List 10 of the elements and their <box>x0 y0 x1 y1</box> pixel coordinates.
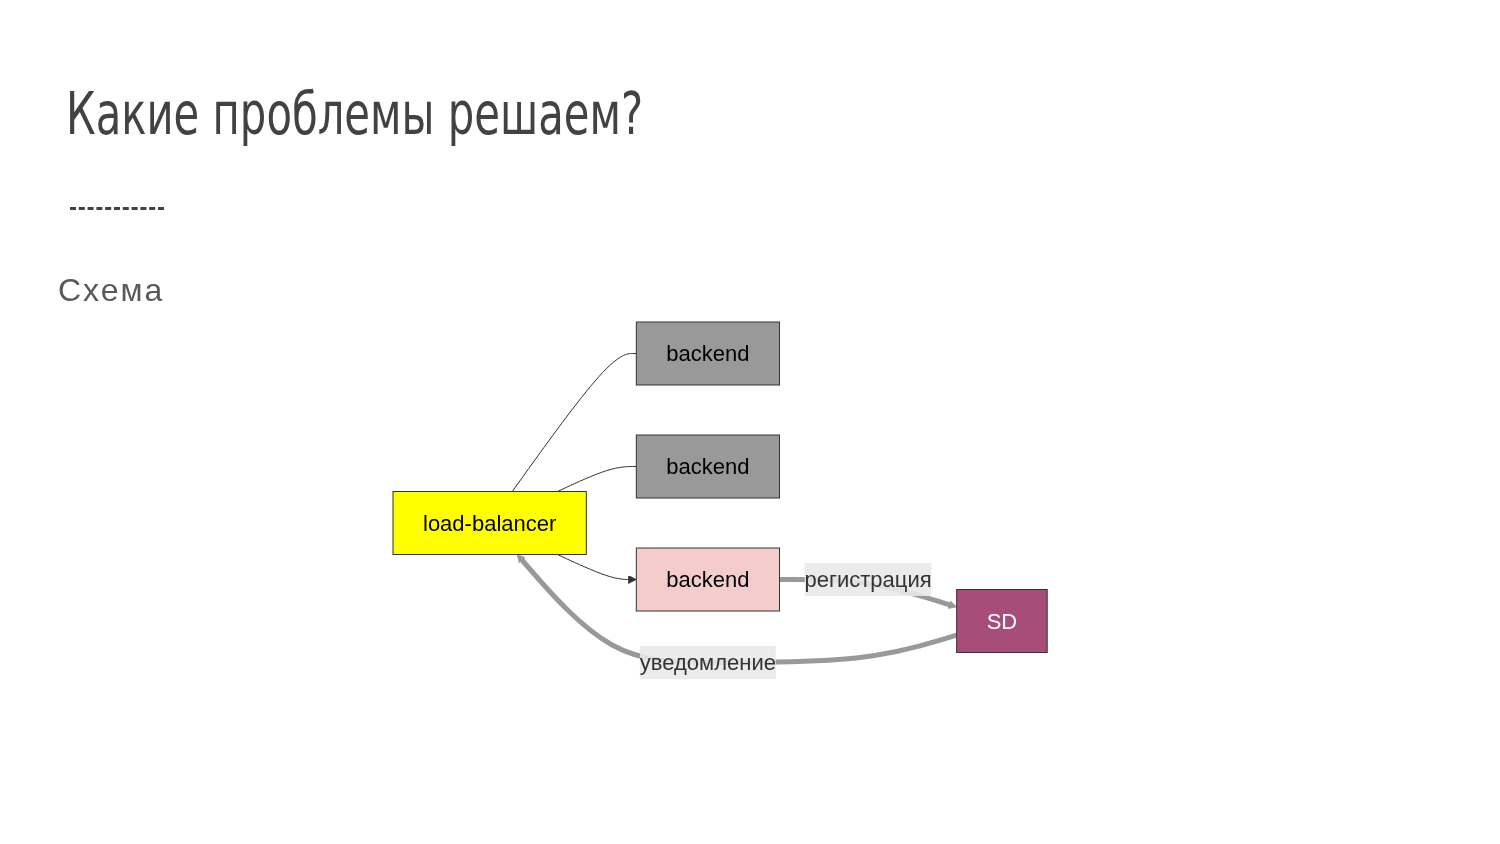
node-box: SD <box>956 588 1048 653</box>
slide-title: Какие проблемы решаем? <box>66 80 644 148</box>
connector <box>511 352 637 492</box>
subtitle-text: Схема <box>58 272 165 309</box>
node-box: backend <box>635 434 780 498</box>
node-box: load-balancer <box>392 490 587 555</box>
node-box: backend <box>635 321 780 385</box>
edge-label: регистрация <box>804 566 932 592</box>
edge-label: уведомление <box>639 649 776 675</box>
node-box: backend <box>635 547 780 611</box>
